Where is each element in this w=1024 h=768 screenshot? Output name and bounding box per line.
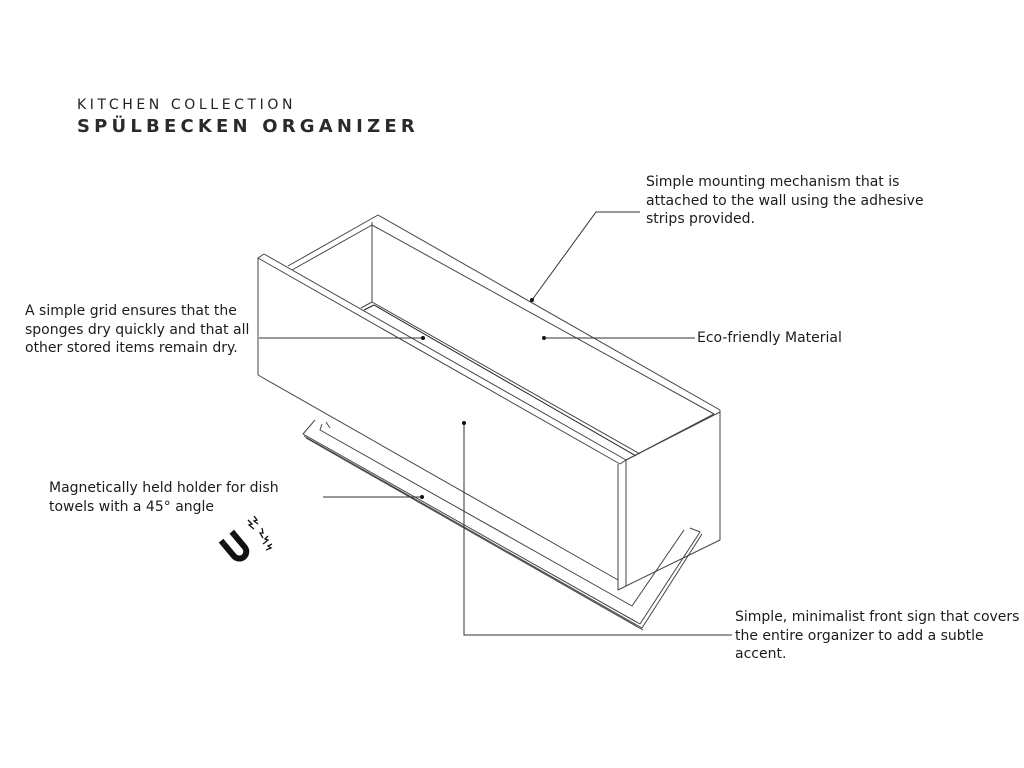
leader-mounting xyxy=(531,211,640,301)
magnet-icon xyxy=(218,515,273,562)
annotation-material: Eco-friendly Material xyxy=(697,330,842,346)
product-title: SPÜLBECKEN ORGANIZER xyxy=(77,116,419,137)
annotation-mounting: Simple mounting mechanism that is attach… xyxy=(646,174,924,227)
annotation-front-sign: Simple, minimalist front sign that cover… xyxy=(735,609,1020,662)
leader-sign xyxy=(463,423,732,636)
collection-label: KITCHEN COLLECTION xyxy=(77,97,297,113)
annotation-magnet-holder: Magnetically held holder for dish towels… xyxy=(49,480,279,515)
towel-holder-board xyxy=(302,419,703,631)
annotation-grid: A simple grid ensures that the sponges d… xyxy=(25,303,250,356)
